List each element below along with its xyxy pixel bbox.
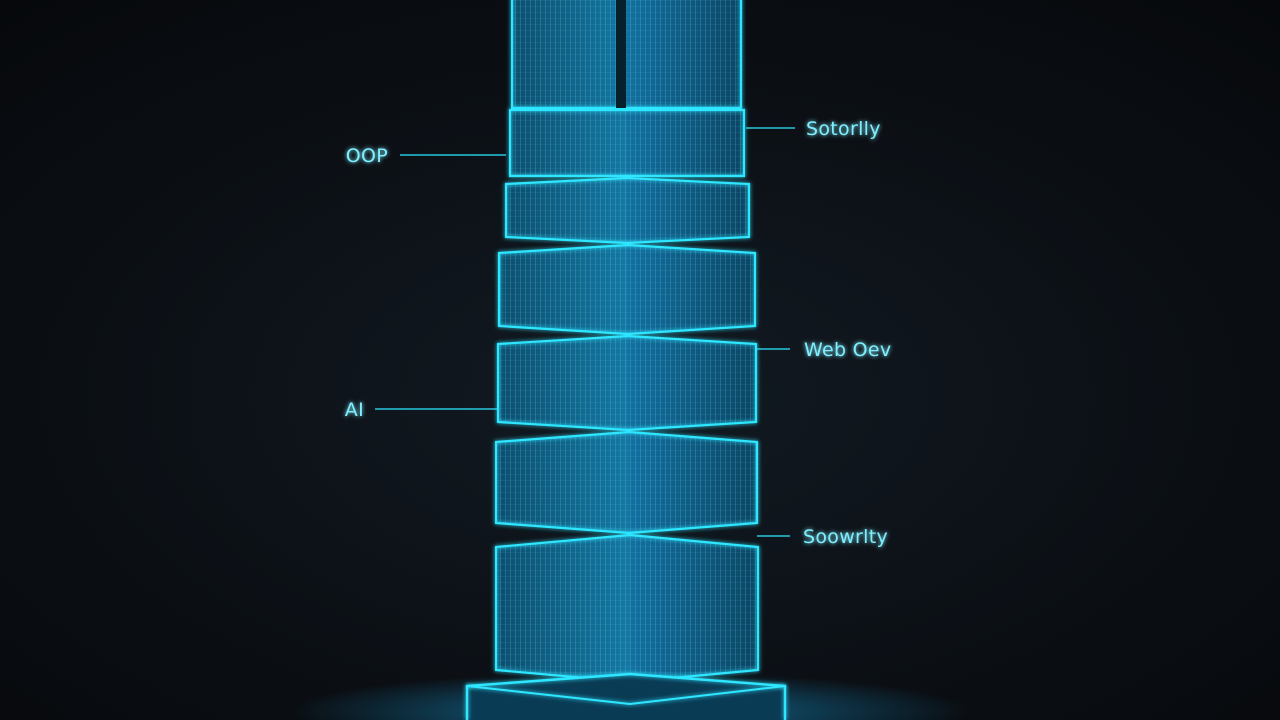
- tier-left-grid: [499, 245, 628, 334]
- tier-right-grid: [629, 432, 757, 533]
- callout-label-web-dev: Web Oev: [804, 339, 891, 361]
- tower-tier-6: [494, 430, 759, 535]
- tier-right-grid: [628, 245, 755, 334]
- tower-tier-3: [504, 176, 751, 245]
- pedestal-outline: [465, 672, 787, 720]
- callout-label-security-top: Sotorlly: [806, 118, 881, 140]
- tower-tier-4: [497, 243, 757, 336]
- tier-left-grid: [506, 178, 627, 243]
- tier-left-grid: [496, 535, 630, 682]
- tier-left-grid: [510, 110, 627, 176]
- tier-left-grid: [496, 432, 629, 533]
- tier-left-grid: [498, 336, 628, 430]
- tier-outline: [510, 0, 743, 110]
- callout-web-dev: Web Oev: [757, 339, 891, 361]
- callout-security-top: Sotorlly: [746, 118, 881, 140]
- tower-pedestal: [465, 672, 787, 720]
- tower-tier-2: [508, 108, 746, 178]
- callout-oop: OOP: [346, 145, 506, 167]
- tower: [465, 0, 787, 720]
- callout-ai: AI: [345, 399, 497, 421]
- callout-label-security-bottom: Soowrlty: [803, 526, 888, 548]
- tier-right-grid: [627, 110, 744, 176]
- tier-right-grid: [627, 0, 741, 108]
- tier-left-grid: [512, 0, 627, 108]
- callout-security-bottom: Soowrlty: [757, 526, 888, 548]
- tower-tier-7: [494, 533, 760, 684]
- tower-tier-1: [510, 0, 743, 110]
- callout-label-ai: AI: [345, 399, 364, 421]
- tower-tier-5: [496, 334, 758, 432]
- tier-right-grid: [630, 535, 758, 682]
- pedestal-body: [467, 674, 785, 720]
- callout-label-oop: OOP: [346, 145, 388, 167]
- tower-top-seam: [616, 0, 626, 108]
- tier-right-grid: [627, 178, 749, 243]
- tier-right-grid: [628, 336, 756, 430]
